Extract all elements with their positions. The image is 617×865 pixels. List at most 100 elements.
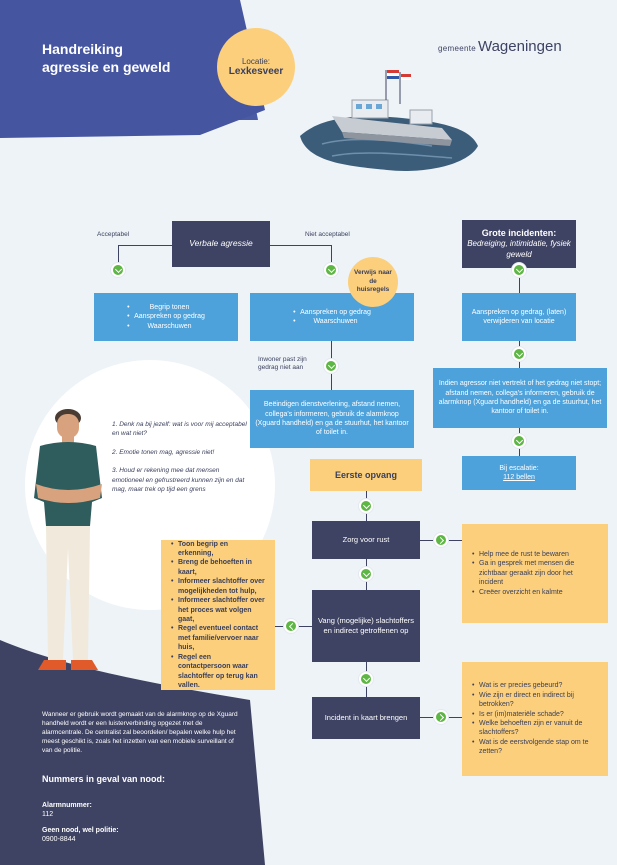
list-item: Aanspreken op gedrag <box>127 312 205 322</box>
shirt <box>34 442 102 526</box>
list-item: Aanspreken op gedrag <box>293 308 371 318</box>
check-icon <box>512 263 526 277</box>
list-item: Waarschuwen <box>127 322 205 332</box>
alarm-info: Wanneer er gebruik wordt gemaakt van de … <box>42 710 242 755</box>
tip-item: 1. Denk na bij jezelf: wat is voor mij a… <box>112 421 247 438</box>
rest-title: Zorg voor rust <box>342 534 390 544</box>
check-icon <box>359 499 373 513</box>
flag-icon <box>387 70 399 73</box>
trousers <box>46 526 90 660</box>
house-rules-badge: Verwijs naar de huisregels <box>348 257 398 307</box>
tip-item: 3. Houd er rekening mee dat mensen emoti… <box>112 467 245 494</box>
end-service-text: Beëindigen dienstverlening, afstand neme… <box>255 401 409 437</box>
person-illustration <box>34 409 102 670</box>
shoe <box>38 660 66 670</box>
check-icon <box>324 359 338 373</box>
list-item: Informeer slachtoffer over het proces wa… <box>171 596 265 624</box>
major-step2-text: Indien agressor niet vertrekt of het ged… <box>438 380 602 416</box>
first-aid-box: Eerste opvang <box>310 459 422 491</box>
alarm-info-text: Wanneer er gebruik wordt gemaakt van de … <box>42 711 238 755</box>
major-incidents-box: Grote incidenten: Bedreiging, intimidati… <box>462 220 576 268</box>
check-icon <box>359 672 373 686</box>
list-item: Ga in gesprek met mensen die zichtbaar g… <box>472 559 598 587</box>
arrow-right-icon <box>434 710 448 724</box>
connector <box>270 245 332 246</box>
connector <box>519 262 520 462</box>
alarm-label: Alarmnummer: <box>42 802 92 809</box>
list-item: Toon begrip en erkenning, <box>171 540 265 559</box>
title-line-2: agressie en geweld <box>42 58 171 75</box>
list-item: Welke behoeften zijn er vanuit de slacht… <box>472 719 598 738</box>
ferry-deck <box>332 116 452 140</box>
check-icon <box>359 567 373 581</box>
acceptable-actions-box: Begrip tonen Aanspreken op gedrag Waarsc… <box>94 293 238 341</box>
verbal-aggression-title: Verbale agressie <box>189 238 253 249</box>
logo-name: Wageningen <box>477 38 562 55</box>
house-rules-text: Verwijs naar de huisregels <box>354 269 392 294</box>
police-label: Geen nood, wel politie: <box>42 827 119 834</box>
list-item: Informeer slachtoffer over mogelijkheden… <box>171 577 265 596</box>
check-icon <box>111 263 125 277</box>
list-item: Wie zijn er direct en indirect bij betro… <box>472 691 598 710</box>
end-service-box: Beëindigen dienstverlening, afstand neme… <box>250 390 414 448</box>
list-item: Help mee de rust te bewaren <box>472 550 598 560</box>
acceptable-label: Acceptabel <box>97 231 130 238</box>
list-item: Waarschuwen <box>293 317 371 327</box>
catch-victims-details-box: Toon begrip en erkenning, Breng de behoe… <box>161 540 275 690</box>
check-icon <box>512 434 526 448</box>
major-step1-text: Aanspreken op gedrag, (laten) verwijdere… <box>471 308 567 325</box>
connector <box>118 245 119 270</box>
tip-item: 2. Emotie tonen mag, agressie niet! <box>112 448 215 456</box>
map-incident-details-box: Wat is er precies gebeurd? Wie zijn er d… <box>462 662 608 776</box>
rest-details-box: Help mee de rust te bewaren Ga in gespre… <box>462 524 608 623</box>
list-item: Begrip tonen <box>127 303 205 313</box>
arrow-left-icon <box>284 619 298 633</box>
connector <box>118 245 172 246</box>
list-item: Regel eventueel contact met familie/verv… <box>171 624 265 652</box>
title-line-1: Handreiking <box>42 41 123 57</box>
location-badge: Locatie: Lexkesveer <box>217 28 295 106</box>
location-name: Lexkesveer <box>228 66 284 77</box>
logo: gemeente Wageningen <box>438 38 562 55</box>
header-shape-front <box>0 0 265 138</box>
police-number-block: Geen nood, wel politie: 0900-8844 <box>42 826 119 845</box>
catch-victims-box: Vang (mogelijke) slachtoffers en indirec… <box>312 590 420 662</box>
first-aid-title: Eerste opvang <box>334 469 398 480</box>
logo-gemeente: gemeente <box>438 44 476 53</box>
tips-list: 1. Denk na bij jezelf: wat is voor mij a… <box>112 420 250 495</box>
location-label: Locatie: <box>241 57 271 66</box>
list-item: Wat is er precies gebeurd? <box>472 681 598 691</box>
footer-shape <box>0 640 265 865</box>
major-step2-box: Indien agressor niet vertrekt of het ged… <box>433 368 607 428</box>
escalation-label: Bij escalatie: <box>499 464 539 472</box>
resident-note: Inwoner past zijn gedrag niet aan <box>258 356 307 372</box>
verbal-aggression-box: Verbale agressie <box>172 221 270 267</box>
list-item: Is er (im)materiële schade? <box>472 710 598 720</box>
major-incidents-subtitle: Bedreiging, intimidatie, fysiek geweld <box>467 239 571 260</box>
major-step1-box: Aanspreken op gedrag, (laten) verwijdere… <box>462 293 576 341</box>
arrow-right-icon <box>434 533 448 547</box>
list-item: Wat is de eerstvolgende stap om te zette… <box>472 738 598 757</box>
ferry-illustration <box>300 70 478 171</box>
escalation-box: Bij escalatie: 112 bellen <box>462 456 576 490</box>
escalation-link[interactable]: 112 bellen <box>503 474 535 481</box>
not-acceptable-label: Niet acceptabel <box>305 231 350 238</box>
emergency-title-text: Nummers in geval van nood: <box>42 774 166 784</box>
arms <box>36 484 102 503</box>
check-icon <box>324 263 338 277</box>
shoe <box>71 660 98 670</box>
head <box>57 414 79 438</box>
list-item: Breng de behoeften in kaart, <box>171 558 265 577</box>
connector <box>331 245 332 270</box>
check-icon <box>512 347 526 361</box>
map-incident-box: Incident in kaart brengen <box>312 697 420 739</box>
alarm-number: 112 <box>42 811 54 819</box>
alarm-number-block: Alarmnummer: 112 <box>42 801 92 820</box>
police-number: 0900-8844 <box>42 836 76 844</box>
major-incidents-title: Grote incidenten: <box>481 228 557 239</box>
list-item: Regel een contactpersoon waar slachtoffe… <box>171 653 265 691</box>
list-item: Creëer overzicht en kalmte <box>472 588 598 598</box>
map-incident-title: Incident in kaart brengen <box>324 712 408 722</box>
page-title: Handreiking agressie en geweld <box>42 41 170 76</box>
emergency-title: Nummers in geval van nood: <box>42 774 172 785</box>
